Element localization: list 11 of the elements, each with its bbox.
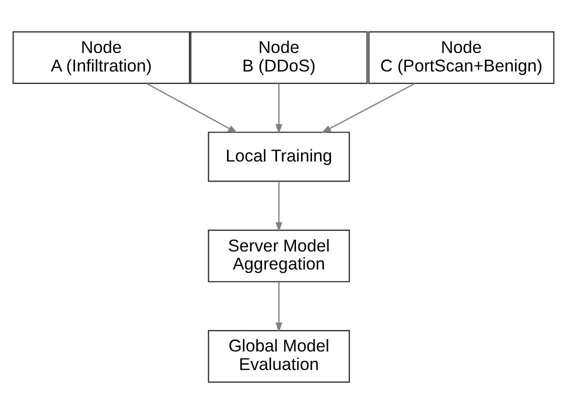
node-box: Local Training — [208, 132, 350, 182]
arrow — [275, 84, 282, 134]
node-box: Node C (PortScan+Benign) — [368, 31, 554, 84]
node-box: Node A (Infiltration) — [12, 31, 190, 84]
arrow — [275, 282, 282, 332]
node-box: Global Model Evaluation — [208, 330, 350, 383]
node-box: Node B (DDoS) — [190, 31, 368, 84]
node-box: Server Model Aggregation — [208, 230, 350, 282]
arrow — [275, 181, 282, 232]
arrow — [146, 82, 238, 134]
arrow — [321, 82, 416, 134]
